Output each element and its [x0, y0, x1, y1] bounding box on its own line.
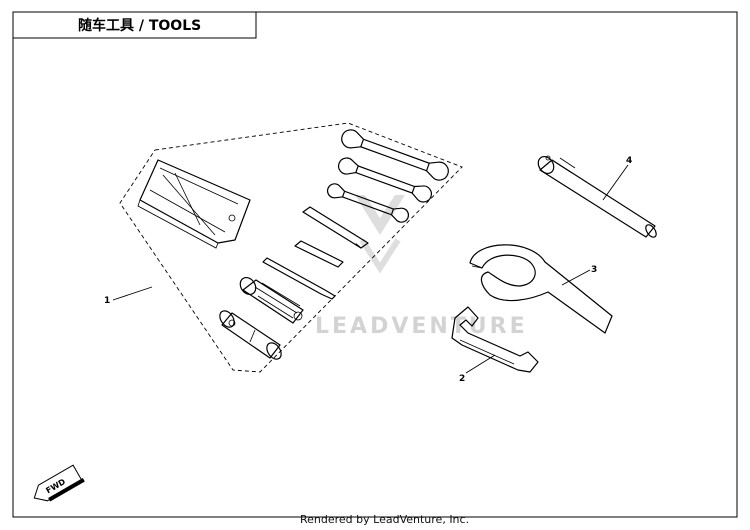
- hex-key-large: [302, 206, 369, 249]
- spark-plug-socket: [219, 310, 282, 360]
- watermark-text: LEADVENTURE: [315, 314, 528, 339]
- callout-3: 3: [591, 265, 597, 275]
- leader-4: [602, 164, 629, 201]
- fwd-direction-marker: FWD: [33, 464, 85, 502]
- tool-kit-outline: [119, 122, 463, 373]
- watermark: LEADVENTURE: [315, 195, 528, 339]
- callout-4: 4: [626, 156, 632, 166]
- leader-2: [465, 354, 496, 374]
- title-box: 随车工具 / TOOLS: [12, 11, 257, 39]
- screwdriver-shaft: [262, 257, 336, 300]
- spanner-wrench: [469, 244, 613, 334]
- open-end-wrench: [451, 306, 539, 373]
- footer-credit: Rendered by LeadVenture, Inc.: [300, 513, 469, 526]
- screwdriver-handle: [239, 277, 304, 324]
- socket-tool: [537, 155, 657, 238]
- diagram-border: [12, 11, 738, 518]
- double-end-wrench-large: [341, 129, 449, 181]
- double-end-wrench-medium: [338, 157, 432, 203]
- tool-pouch: [137, 159, 251, 249]
- hex-key-small: [294, 240, 344, 268]
- callout-1: 1: [104, 296, 110, 306]
- leader-1: [112, 286, 153, 301]
- diagram-title: 随车工具 / TOOLS: [78, 17, 201, 34]
- callout-2: 2: [459, 374, 465, 384]
- double-end-wrench-small: [326, 183, 410, 223]
- leader-3: [561, 269, 591, 286]
